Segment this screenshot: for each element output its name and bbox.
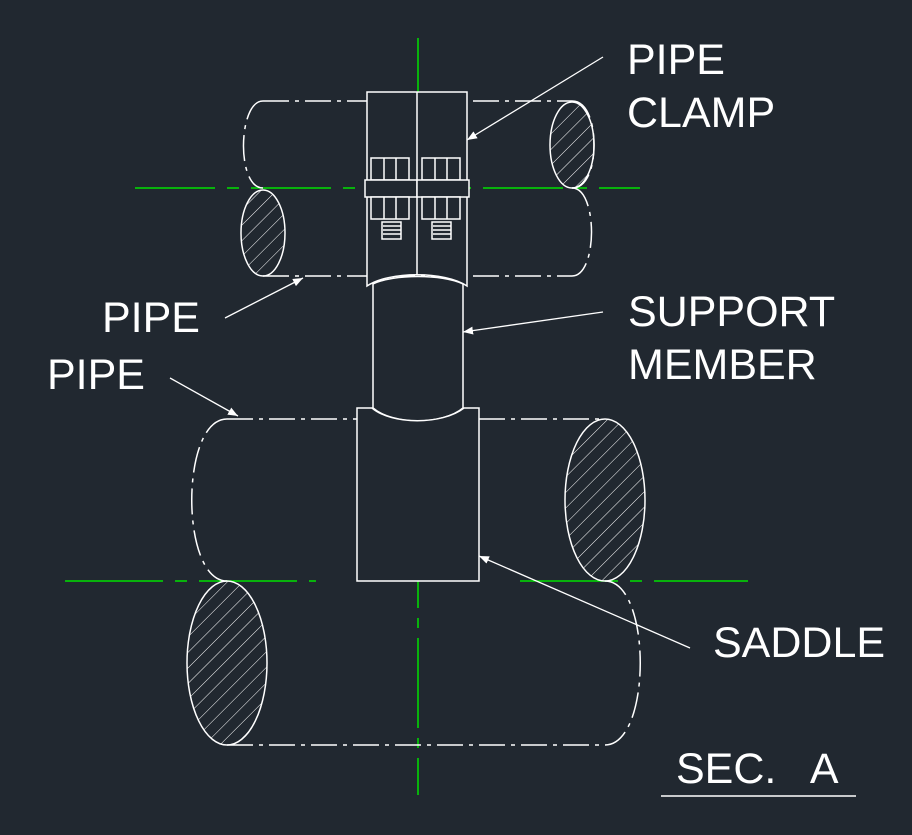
lower-pipe-section-right [564, 418, 646, 582]
clamp-nut-left-top [370, 157, 410, 181]
upper-pipe-bottom-outline [263, 187, 593, 277]
section-title: SEC. A [676, 745, 839, 793]
support-member [372, 275, 464, 422]
clamp-nut-right-bottom [421, 196, 461, 220]
leader-lines [169, 56, 691, 649]
lower-pipe [186, 418, 646, 746]
support-member-label-line2: MEMBER [628, 341, 817, 389]
clamp-bolt-left [364, 157, 418, 240]
saddle-body [356, 407, 480, 582]
clamp-nut-left-bottom [370, 196, 410, 220]
upper-pipe-section-right [549, 101, 595, 189]
pipe-clamp-leader [466, 56, 604, 141]
upper-pipe-top-outline [242, 100, 572, 189]
upper-pipe-section-left [240, 189, 286, 277]
saddle-label: SADDLE [713, 619, 885, 667]
upper-pipe-leader [224, 277, 304, 319]
clamp-flange-left [364, 179, 418, 198]
support-member-label-line1: SUPPORT [628, 288, 835, 336]
pipe-clamp [364, 91, 470, 288]
support-member-leader [462, 311, 604, 335]
support-member-body [372, 275, 464, 422]
upper-pipe [240, 100, 595, 277]
labels: PIPE CLAMP PIPE PIPE SUPPORT MEMBER SADD… [47, 36, 885, 797]
pipe-clamp-label-line2: CLAMP [627, 89, 775, 137]
lower-pipe-label: PIPE [47, 351, 145, 399]
upper-pipe-label: PIPE [102, 294, 200, 342]
saddle-leader [478, 555, 691, 649]
clamp-nut-right-top [421, 157, 461, 181]
lower-pipe-section-left [186, 580, 268, 746]
clamp-bolt-right [416, 157, 470, 240]
lower-pipe-bottom-outline [227, 580, 641, 746]
pipe-clamp-label-line1: PIPE [627, 36, 725, 84]
lower-pipe-leader [169, 377, 239, 417]
saddle [356, 407, 480, 582]
clamp-flange-right [416, 179, 470, 198]
